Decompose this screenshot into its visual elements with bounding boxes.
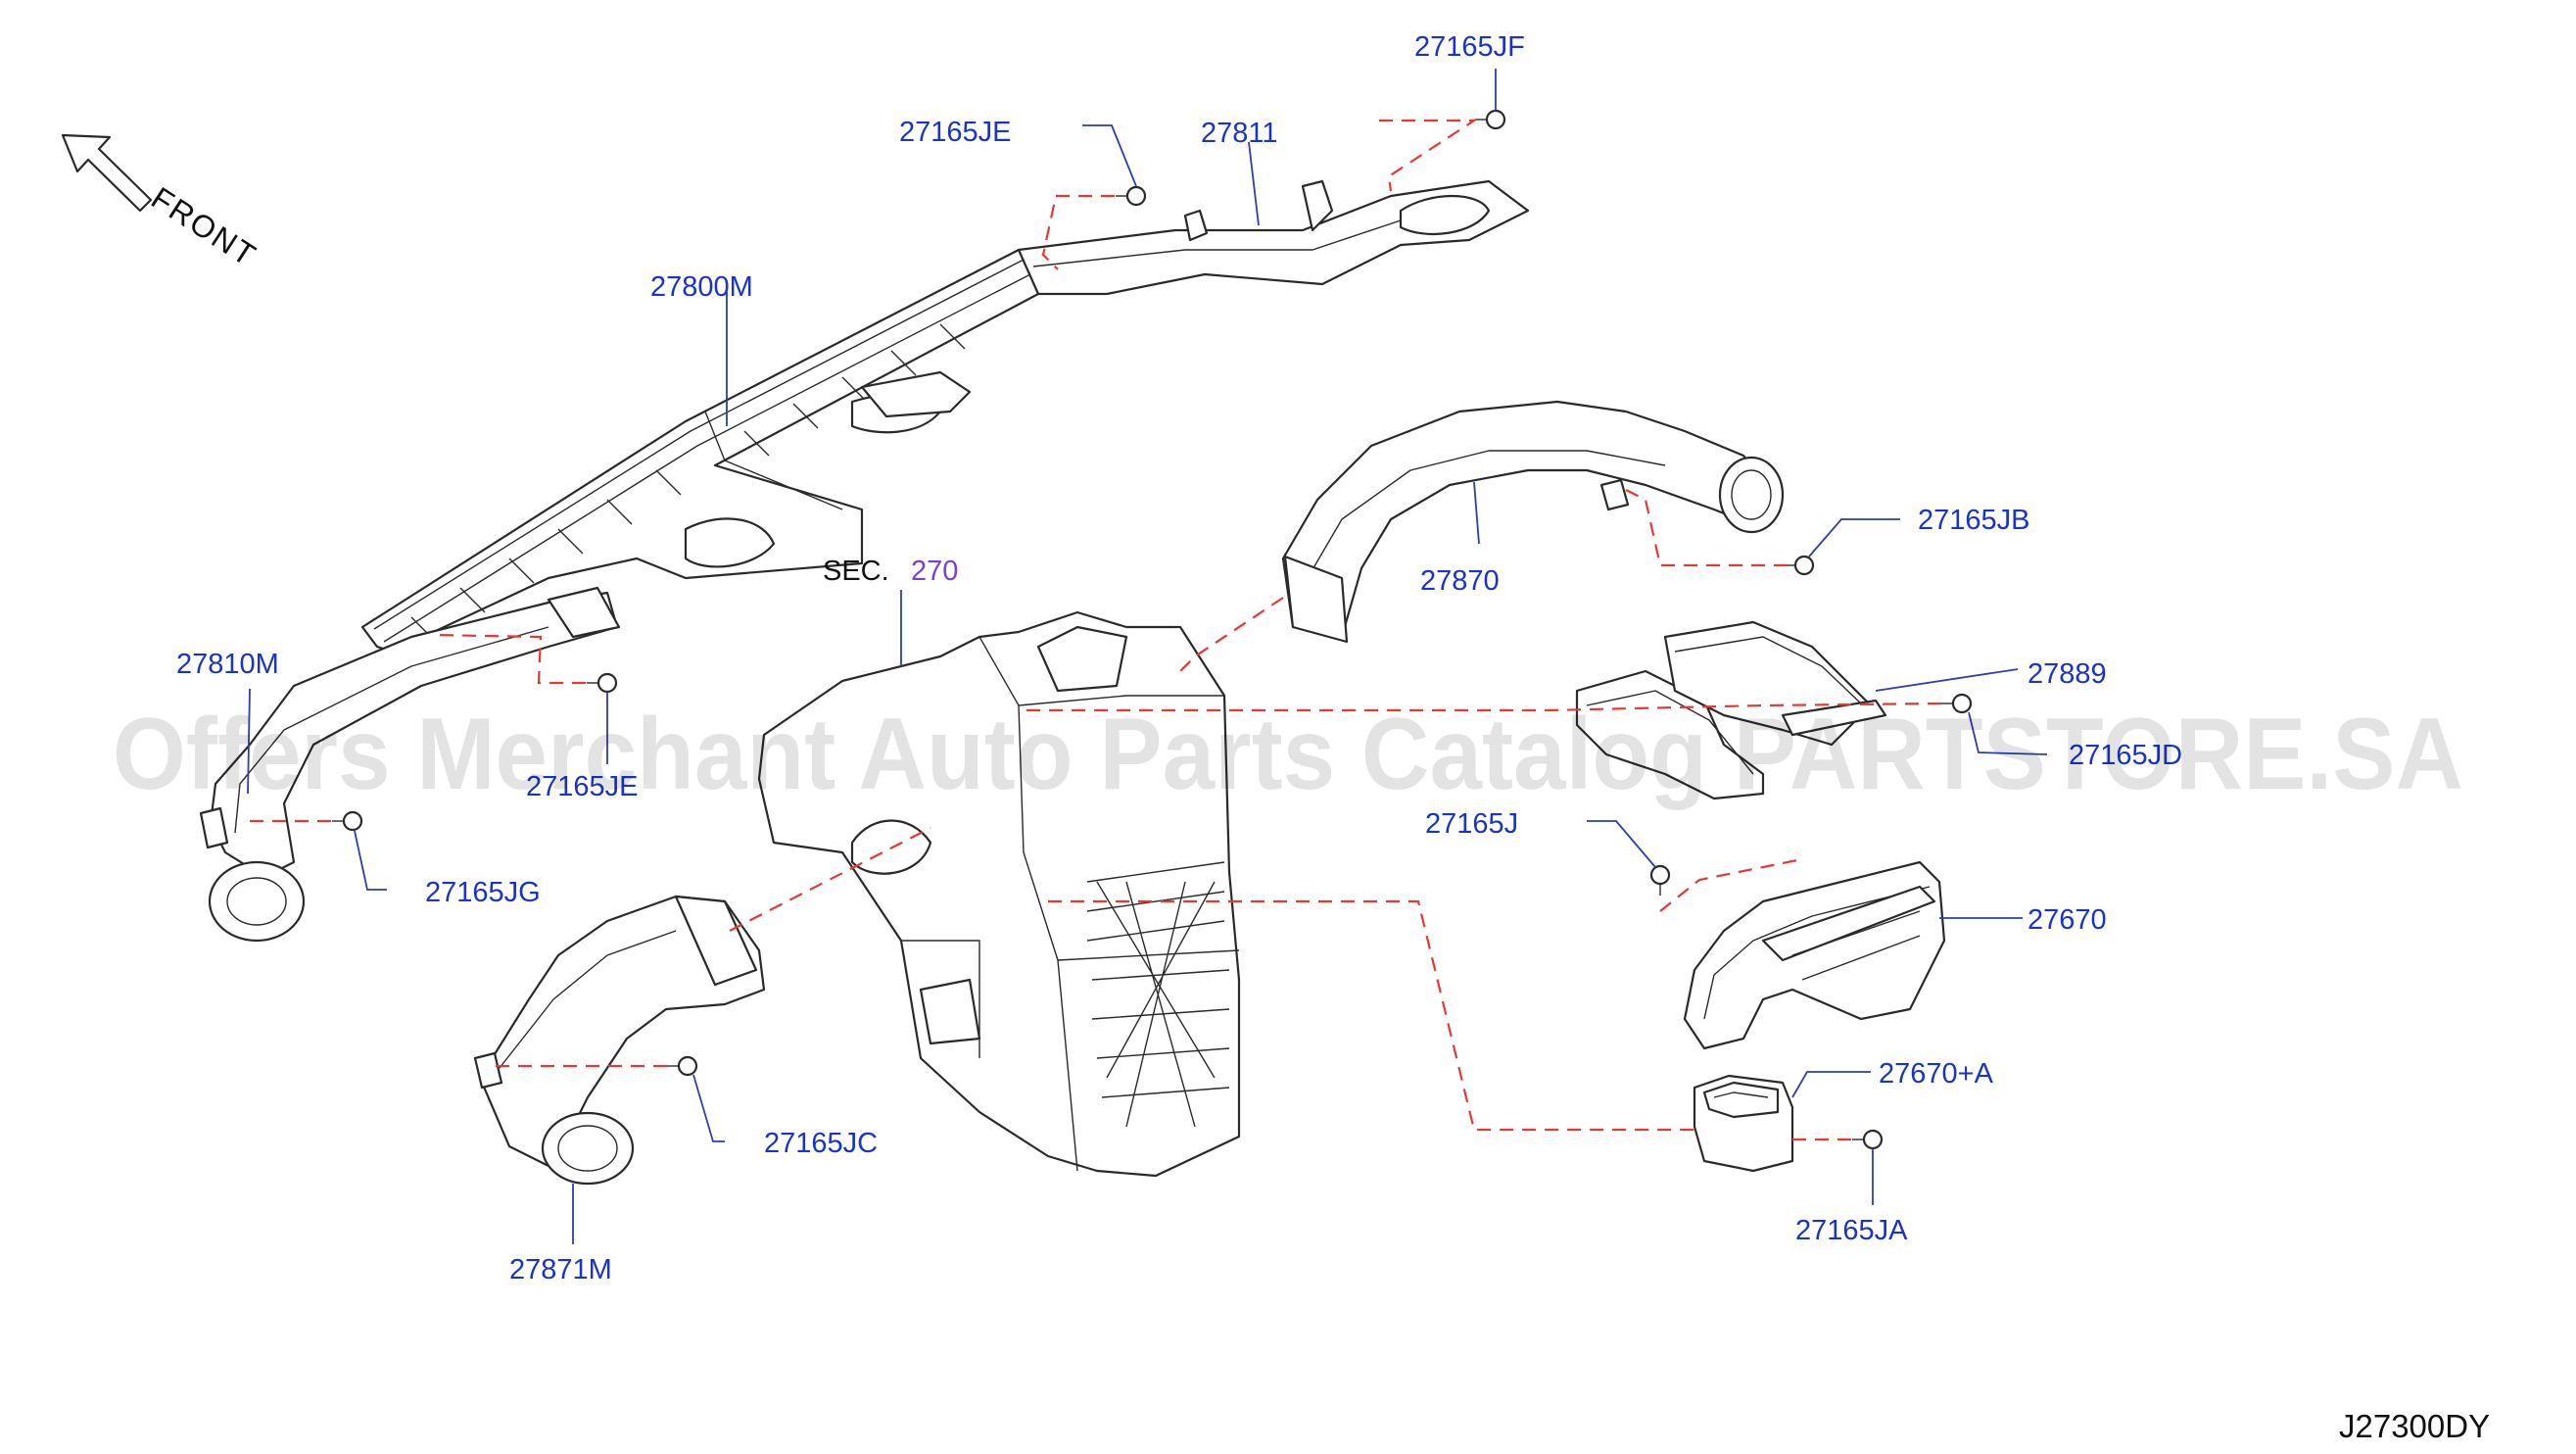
callout-27889[interactable]: 27889 [2027,658,2107,690]
callout-27165je-left[interactable]: 27165JE [526,771,639,802]
screw-icon [1852,1129,1884,1150]
duct-27670[interactable] [1683,860,1946,1050]
duct-27870[interactable] [1281,400,1785,644]
duct-27889[interactable] [1575,620,1887,800]
upper-duct-27811[interactable] [860,179,1530,418]
screw-icon [1475,109,1506,130]
screw-icon [587,672,618,694]
screw-icon [1116,185,1147,207]
callout-27165je-top[interactable]: 27165JE [899,117,1012,148]
duct-27670-a[interactable] [1693,1074,1794,1173]
watermark-text: Offers Merchant Auto Parts Catalog PARTS… [113,698,2463,811]
screw-icon [1784,555,1815,576]
front-arrow-icon [61,133,153,213]
callout-27670a[interactable]: 27670+A [1879,1058,1994,1090]
alignment-lines [243,119,1942,1141]
hvac-unit-sec-270[interactable] [757,610,1241,1178]
callout-27165jb[interactable]: 27165JB [1918,505,2030,536]
section-label: SEC. [823,556,889,587]
callout-27165ja[interactable]: 27165JA [1795,1215,1908,1246]
defroster-duct-27800m[interactable] [360,248,1040,654]
callout-27810m[interactable]: 27810M [176,649,279,680]
screw-icon [667,1055,698,1077]
callout-27165j[interactable]: 27165J [1425,808,1518,840]
callout-27165jc[interactable]: 27165JC [764,1128,878,1159]
diagram-code: J27300DY [2339,1408,2490,1444]
leader-lines [247,69,2048,1244]
section-ref-link[interactable]: 270 [911,556,958,587]
screw-icon [332,810,363,832]
screw-icon [1941,693,1973,714]
screw-icon [1649,864,1671,896]
callout-27670[interactable]: 27670 [2027,904,2107,936]
front-label: FRONT [145,180,262,274]
callout-27800m[interactable]: 27800M [650,271,753,303]
callout-27165jg[interactable]: 27165JG [425,877,541,908]
callout-27811[interactable]: 27811 [1201,118,1278,149]
callout-27870[interactable]: 27870 [1420,565,1500,597]
callout-27165jf[interactable]: 27165JF [1414,31,1525,63]
callout-27871m[interactable]: 27871M [509,1254,612,1285]
side-vent-duct-27810m[interactable] [199,586,621,943]
callout-27165jd[interactable]: 27165JD [2069,740,2182,771]
lower-duct-27871m[interactable] [473,895,766,1186]
